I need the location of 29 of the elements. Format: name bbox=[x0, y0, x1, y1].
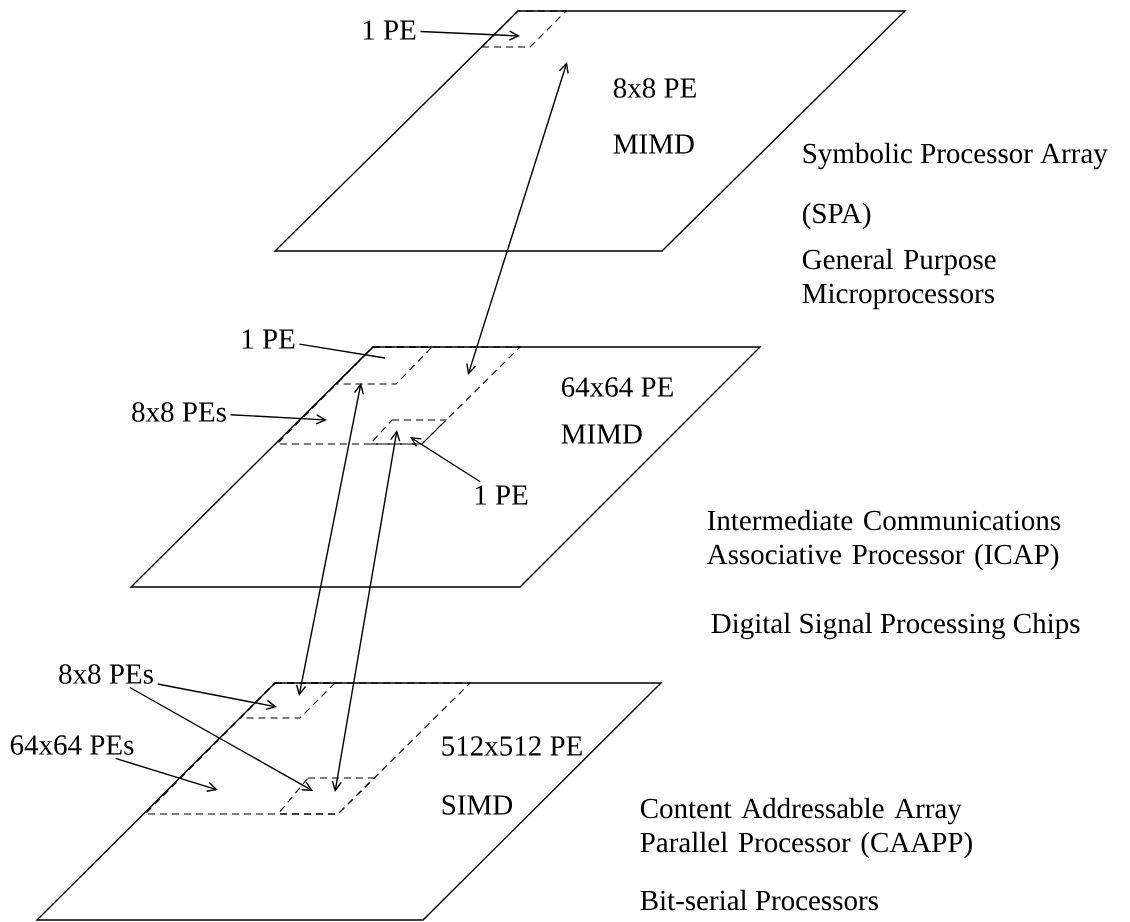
plane-label: SIMD bbox=[442, 795, 513, 815]
double-arrow bbox=[466, 62, 569, 375]
leader-line bbox=[298, 343, 386, 359]
arrow bbox=[229, 414, 327, 425]
arrow bbox=[419, 30, 520, 41]
plane-label: MIMD bbox=[561, 424, 642, 444]
callout-label: 64x64 PEs bbox=[10, 735, 134, 755]
description-text: (SPA) bbox=[803, 202, 871, 230]
description-text: General Purpose Microprocessors bbox=[802, 248, 996, 310]
callout-label: 1 PE bbox=[363, 20, 416, 40]
arrow bbox=[129, 686, 313, 791]
description-text: Symbolic Processor Array bbox=[803, 142, 1108, 170]
arrow bbox=[114, 757, 218, 792]
plane-label: 8x8 PE bbox=[613, 78, 696, 98]
arrow bbox=[156, 683, 277, 711]
plane-label: 512x512 PE bbox=[442, 736, 582, 756]
description-text: Intermediate Communications Associative Processor (ICAP) bbox=[707, 509, 1061, 571]
callout-label: 1 PE bbox=[475, 485, 528, 505]
arrow bbox=[410, 437, 481, 483]
double-arrow bbox=[295, 383, 365, 696]
plane-label: 64x64 PE bbox=[561, 377, 673, 397]
description-text: Bit-serial Processors bbox=[640, 889, 878, 911]
description-text: Digital Signal Processing Chips bbox=[711, 612, 1080, 640]
plane-label: MIMD bbox=[613, 134, 694, 154]
callout-label: 8x8 PEs bbox=[132, 402, 226, 422]
double-arrow bbox=[331, 430, 401, 792]
description-text: Content Addressable Array Parallel Processor (CAAPP) bbox=[640, 797, 972, 859]
callout-label: 8x8 PEs bbox=[59, 664, 153, 684]
callout-label: 1 PE bbox=[242, 329, 295, 349]
